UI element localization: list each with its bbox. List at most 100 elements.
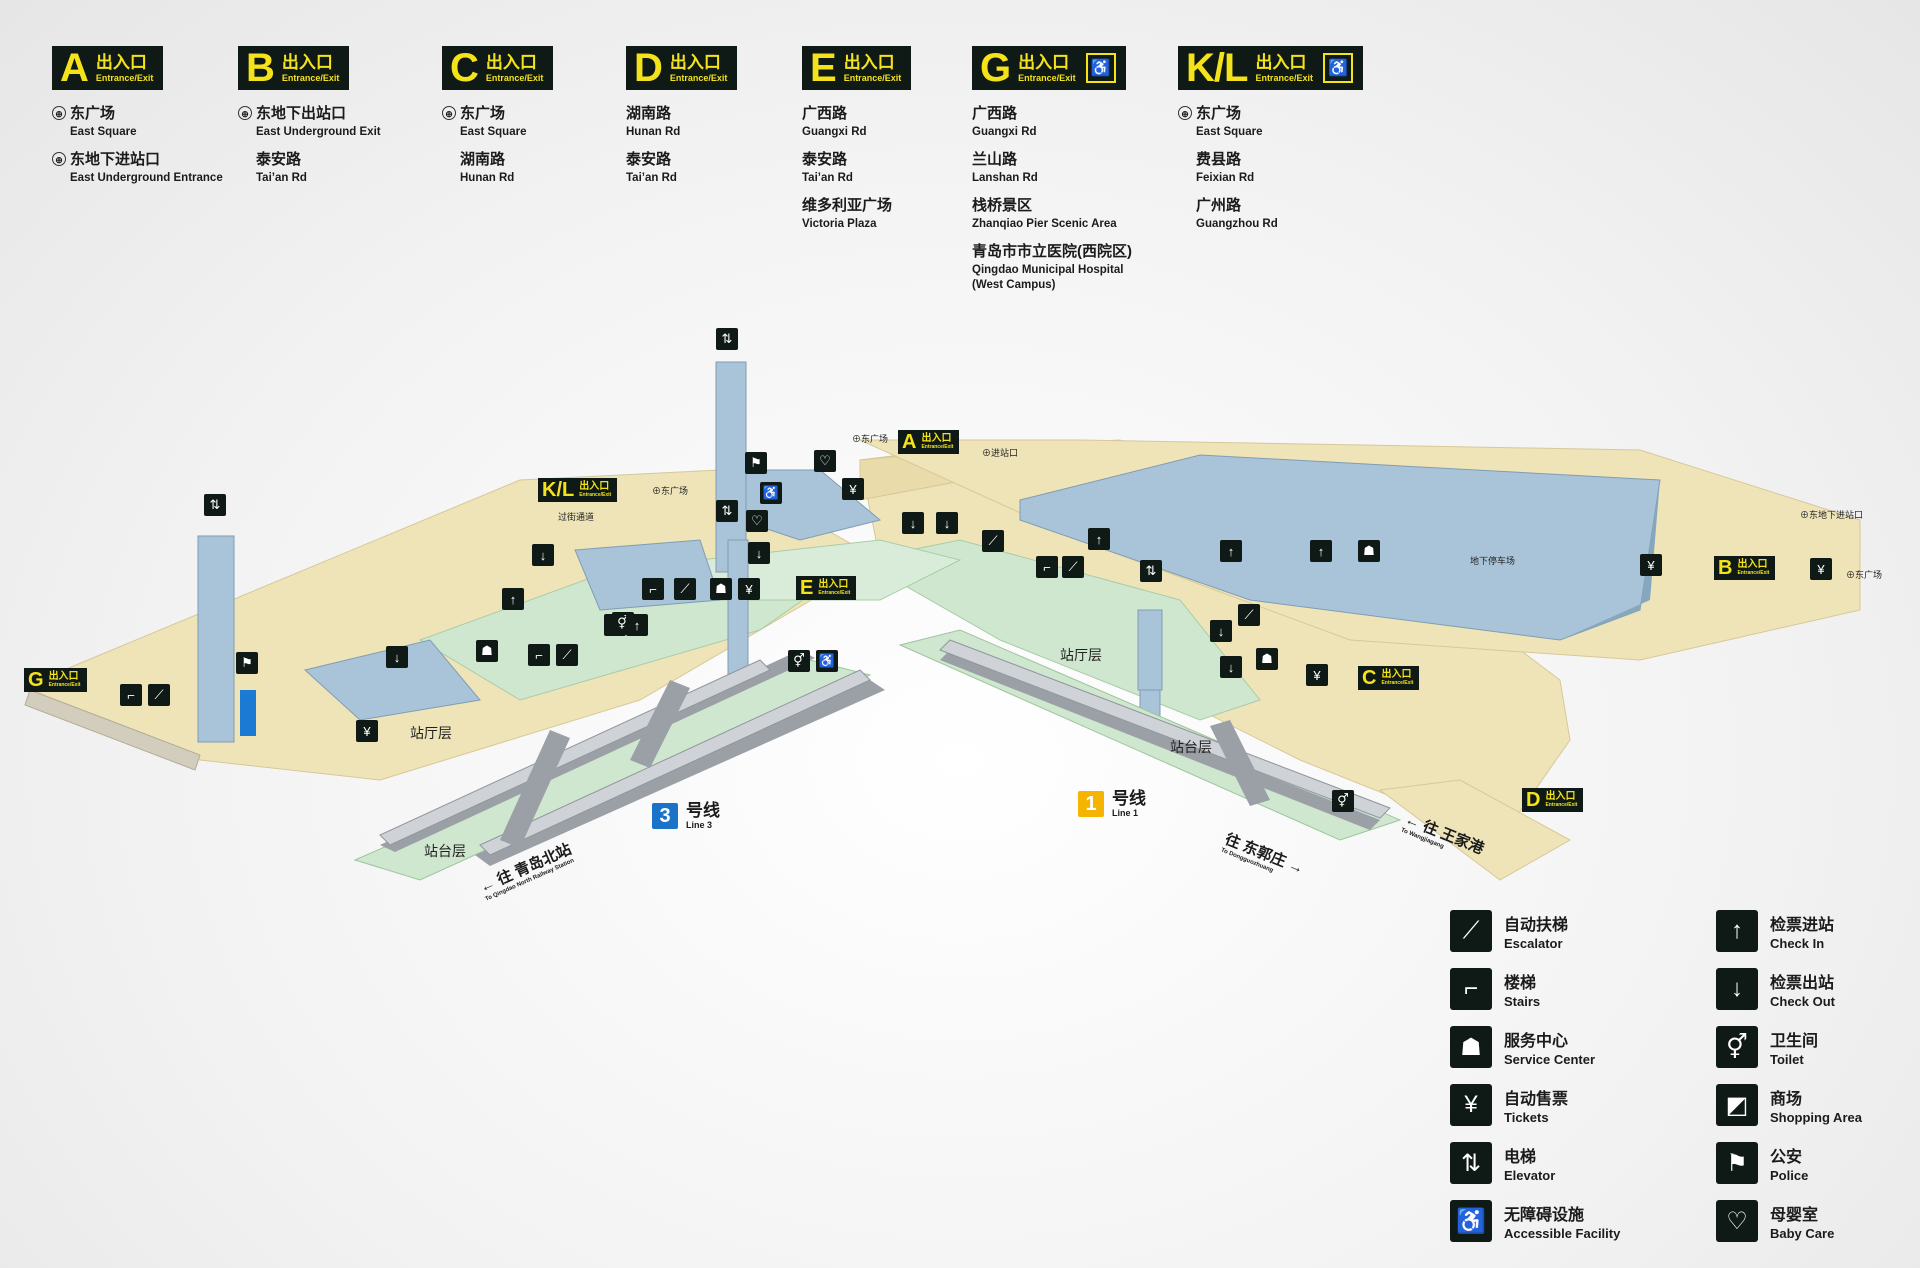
legend-en: Stairs [1504, 994, 1541, 1009]
map-tag-cn: 出入口 [48, 671, 79, 682]
toilet-icon: ⚥ [788, 650, 810, 672]
passage-label: 过街通道 [558, 511, 594, 522]
map-note-text: 东广场 [861, 434, 889, 444]
dest-cn: 泰安路 [626, 151, 672, 168]
line3-number: 3 [652, 803, 678, 829]
legend-cn: 电梯 [1504, 1149, 1537, 1166]
legend-en: Elevator [1504, 1168, 1556, 1183]
check-in-icon: ↑ [1220, 540, 1242, 562]
exit-kl-badge-cn: 出入口 [1255, 52, 1307, 72]
dest-en: Tai’an Rd [256, 172, 307, 184]
map-tag-cn: 出入口 [818, 579, 849, 590]
legend-en: Escalator [1504, 936, 1563, 951]
check-out-icon: ↓ [748, 542, 770, 564]
elevator-shaft-east [1137, 609, 1163, 691]
shopping-icon: ◩ [1716, 1084, 1758, 1126]
legend-en: Shopping Area [1770, 1110, 1862, 1125]
exit-a-badge-en: Entrance/Exit [95, 72, 154, 83]
check-out-icon: ↓ [1716, 968, 1758, 1010]
dest-cn: 维多利亚广场 [802, 197, 893, 214]
map-tag-cn: 出入口 [1545, 791, 1576, 802]
map-tag-letter: B [1718, 557, 1733, 579]
legend-en: Check Out [1770, 994, 1836, 1009]
tickets-icon: ¥ [1306, 664, 1328, 686]
map-note-text: 进站口 [991, 448, 1019, 458]
legend-cn: 检票进站 [1770, 917, 1835, 934]
line3-train-2 [479, 669, 871, 856]
exit-d-corridor [1378, 779, 1572, 881]
dest-en: Lanshan Rd [972, 172, 1038, 184]
map-note-text: 东广场 [1855, 570, 1883, 580]
legend-cn: 服务中心 [1504, 1033, 1569, 1050]
escalator-icon: ⟋ [982, 530, 1004, 552]
dest-cn: 青岛市市立医院(西院区) [972, 243, 1132, 260]
legend-en: Service Center [1504, 1052, 1596, 1067]
map-note-east-square-a: ⊕东广场 [852, 434, 889, 444]
service-center-icon: ☗ [710, 578, 732, 600]
map-note-text: 东广场 [661, 486, 689, 496]
escalator-line3-a [500, 730, 570, 848]
map-tag-en: Entrance/Exit [1737, 570, 1770, 576]
line1-cn: 号线 [1112, 789, 1146, 808]
exit-g-corridor [24, 689, 201, 771]
line3-track-2 [475, 680, 885, 866]
elevator-shaft-north [715, 361, 747, 573]
dest-cn: 湖南路 [460, 151, 506, 168]
legend-cn: 卫生间 [1770, 1033, 1819, 1050]
exit-e-badge-en: Entrance/Exit [843, 72, 902, 83]
accessible-icon: ♿ [760, 482, 782, 504]
map-tag-en: Entrance/Exit [1381, 680, 1414, 686]
police-icon: ⚑ [236, 652, 258, 674]
service-center-icon: ☗ [1450, 1026, 1492, 1068]
check-in-icon: ↑ [626, 614, 648, 636]
dest-item: 兰山路 Lanshan Rd [972, 148, 1132, 184]
legend-service-center: ☗ 服务中心 Service Center [1450, 1026, 1595, 1068]
dest-en: East Square [70, 126, 137, 138]
exit-b-badge-cn: 出入口 [281, 52, 333, 72]
elevator-shaft-west-blue [240, 690, 256, 736]
accessible-elevator-icon: ♿ [1085, 53, 1116, 83]
legend-en: Accessible Facility [1504, 1226, 1621, 1241]
legend-cn: 自动售票 [1504, 1091, 1569, 1108]
legend-en: Toilet [1770, 1052, 1804, 1067]
dest-cn: 东广场 [460, 105, 506, 122]
check-out-icon: ↓ [386, 646, 408, 668]
dest-en-line2: (West Campus) [972, 279, 1056, 291]
dest-cn: 兰山路 [972, 151, 1018, 168]
rail-icon: ⊕ [52, 105, 66, 120]
map-tag-letter: G [28, 669, 44, 691]
map-tag-cn: 出入口 [579, 481, 610, 492]
platform-label-line3: 站台层 [424, 843, 466, 859]
